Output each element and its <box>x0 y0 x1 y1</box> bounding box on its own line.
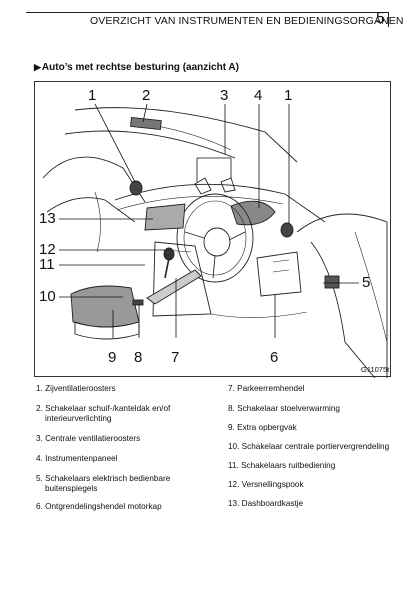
legend-text: Versnellingspook <box>241 480 304 489</box>
legend-text: Instrumentenpaneel <box>45 454 118 463</box>
legend-left: 1. Zijventilatieroosters 2. Schakelaar s… <box>36 384 216 524</box>
page-header: OVERZICHT VAN INSTRUMENTEN EN BEDIENINGS… <box>0 8 416 34</box>
legend-item-2-cont: interieurverlichting <box>45 414 112 423</box>
callout-4: 4 <box>254 87 263 104</box>
legend-number: 12. <box>228 480 240 489</box>
legend-number: 2. <box>36 404 43 413</box>
callout-5: 5 <box>362 274 371 291</box>
section-heading: ▶Auto’s met rechtse besturing (aanzicht … <box>34 62 239 73</box>
page-number: 5 <box>376 10 385 27</box>
legend-number: 5. <box>36 474 43 483</box>
callout-7: 7 <box>171 349 180 366</box>
legend-number: 6. <box>36 502 43 511</box>
legend-text: Dashboardkastje <box>241 499 304 508</box>
legend-text: Ontgrendelingshendel motorkap <box>45 502 162 511</box>
dashboard-illustration: 1 2 3 4 1 13 12 11 10 5 9 8 7 6 G11075t <box>34 81 391 378</box>
legend-item-4: 4. Instrumentenpaneel <box>36 454 118 465</box>
figure-code: G11075t <box>361 365 390 374</box>
legend-item-8: 8. Schakelaar stoelverwarming <box>228 404 340 415</box>
legend-item-9: 9. Extra opbergvak <box>228 423 297 434</box>
legend-number: 8. <box>228 404 235 413</box>
legend-number: 4. <box>36 454 43 463</box>
dashboard-drawing <box>42 103 388 378</box>
legend-text: Schakelaars elektrisch bedienbare <box>45 474 171 483</box>
legend-text: Schakelaar stoelverwarming <box>237 404 340 413</box>
legend-item-1: 1. Zijventilatieroosters <box>36 384 116 395</box>
header-rule <box>26 12 389 27</box>
legend-item-6: 6. Ontgrendelingshendel motorkap <box>36 502 162 513</box>
legend-number: 10. <box>228 442 240 451</box>
legend-text: Zijventilatieroosters <box>45 384 116 393</box>
header-title: OVERZICHT VAN INSTRUMENTEN EN BEDIENINGS… <box>90 15 404 27</box>
legend-number: 7. <box>228 384 235 393</box>
legend-text: Extra opbergvak <box>237 423 297 432</box>
legend-item-3: 3. Centrale ventilatieroosters <box>36 434 140 445</box>
legend-number: 1. <box>36 384 43 393</box>
callout-12: 12 <box>39 241 56 258</box>
callout-8: 8 <box>134 349 143 366</box>
callout-9: 9 <box>108 349 117 366</box>
triangle-marker-icon: ▶ <box>34 62 41 72</box>
legend-item-13: 13. Dashboardkastje <box>228 499 303 510</box>
legend-item-7: 7. Parkeerremhendel <box>228 384 304 395</box>
section-title: Auto’s met rechtse besturing (aanzicht A… <box>41 62 239 73</box>
callout-1-right: 1 <box>284 87 293 104</box>
legend-text: Centrale ventilatieroosters <box>45 434 141 443</box>
callout-10: 10 <box>39 288 56 305</box>
legend-number: 11. <box>228 461 239 470</box>
callout-3: 3 <box>220 87 229 104</box>
callout-13: 13 <box>39 210 56 227</box>
legend-item-5: 5. Schakelaars elektrisch bedienbare <box>36 474 170 485</box>
legend-number: 13. <box>228 499 240 508</box>
legend-item-10: 10. Schakelaar centrale portiervergrende… <box>228 442 389 453</box>
callout-2: 2 <box>142 87 151 104</box>
legend-number: 9. <box>228 423 235 432</box>
callout-11: 11 <box>39 256 55 273</box>
callout-1-left: 1 <box>88 87 97 104</box>
legend-text: Schakelaar schuif-/kanteldak en/of <box>45 404 171 413</box>
legend-item-2: 2. Schakelaar schuif-/kanteldak en/of <box>36 404 170 415</box>
legend-text: Schakelaar centrale portiervergrendeling <box>241 442 390 451</box>
legend-text: Schakelaars ruitbediening <box>241 461 336 470</box>
legend-number: 3. <box>36 434 43 443</box>
callout-6: 6 <box>270 349 279 366</box>
legend-item-11: 11. Schakelaars ruitbediening <box>228 461 335 472</box>
legend-text: Parkeerremhendel <box>237 384 305 393</box>
legend-item-12: 12. Versnellingspook <box>228 480 304 491</box>
legend-right: 7. Parkeerremhendel 8. Schakelaar stoelv… <box>228 384 414 524</box>
legend-item-5-cont: buitenspiegels <box>45 484 98 493</box>
